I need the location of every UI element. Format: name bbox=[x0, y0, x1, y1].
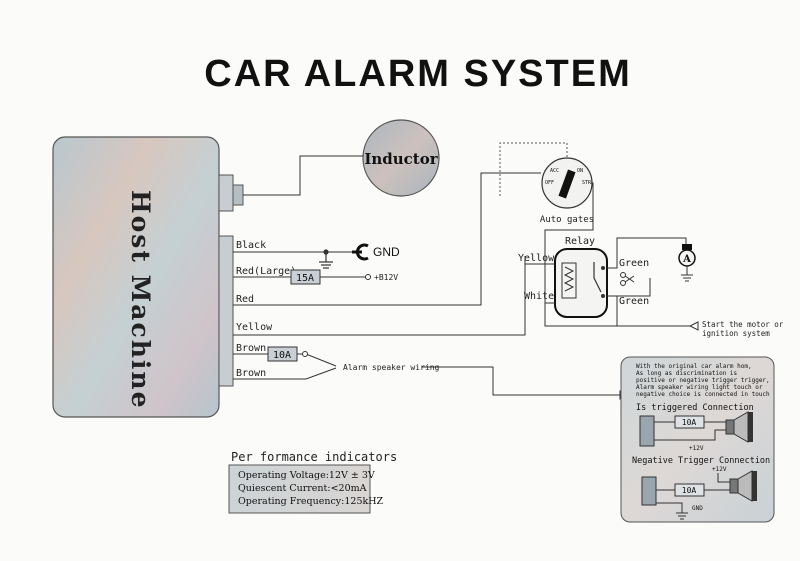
host-connector-top bbox=[218, 174, 234, 212]
relay-wires bbox=[525, 182, 692, 327]
fuse-15a: 15A bbox=[290, 269, 321, 285]
inset-desc-2: As long as discrimination is bbox=[636, 370, 738, 377]
start-motor-label-1: Start the motor or bbox=[702, 320, 784, 329]
inset-gnd-label: GND bbox=[692, 505, 703, 512]
performance-title: Per formance indicators bbox=[231, 450, 397, 464]
b12v-label: +B12V bbox=[374, 273, 398, 282]
start-motor-label-2: ignition system bbox=[702, 329, 770, 338]
wire-label-red: Red bbox=[236, 294, 254, 305]
gnd-label: GND bbox=[373, 245, 400, 259]
relay-white-label: White bbox=[524, 291, 554, 302]
host-connector-main bbox=[218, 235, 234, 387]
ignition-label: Auto gates bbox=[540, 215, 594, 225]
inset-plus12v-2: +12V bbox=[712, 466, 727, 473]
inductor-label: Inductor bbox=[364, 150, 438, 168]
motor-letter: A bbox=[682, 254, 691, 265]
performance-line-1: Operating Voltage:12V ± 3V bbox=[238, 470, 375, 481]
triggered-title: Is triggered Connection bbox=[636, 403, 754, 413]
ignition-pos-on: ON bbox=[577, 168, 583, 174]
wire-label-brown-1: Brown bbox=[236, 343, 266, 354]
ignition-switch: OFF ACC ON STR bbox=[541, 157, 593, 209]
motor: A bbox=[678, 244, 696, 282]
ignition-pos-str: STR bbox=[582, 180, 592, 186]
inductor-wire bbox=[243, 155, 363, 196]
wire-label-black: Black bbox=[236, 240, 266, 251]
svg-text:10A: 10A bbox=[682, 418, 697, 427]
ignition-pos-acc: ACC bbox=[550, 168, 559, 174]
inset-fuse-2 bbox=[674, 483, 705, 497]
performance-box: Operating Voltage:12V ± 3V Quiescent Cur… bbox=[228, 464, 384, 514]
relay-label: Relay bbox=[565, 236, 595, 247]
inset-desc-4: Alarm speaker wiring light touch or bbox=[636, 384, 763, 391]
performance-line-3: Operating Frequency:125kHZ bbox=[238, 496, 384, 507]
ignition-pos-off: OFF bbox=[545, 180, 554, 186]
inset-fuse-1 bbox=[674, 415, 705, 429]
inset-desc-5: negative choice is connected in touch bbox=[636, 391, 770, 398]
relay-yellow-label: Yellow bbox=[518, 253, 555, 264]
cut-wire-icon bbox=[620, 272, 635, 286]
svg-text:10A: 10A bbox=[273, 350, 291, 361]
inset-host-block-2 bbox=[641, 476, 657, 506]
svg-text:10A: 10A bbox=[682, 486, 697, 495]
speaker-icon-2 bbox=[729, 470, 757, 502]
inset-plus12v-1: +12V bbox=[689, 445, 704, 452]
inset-host-block-1 bbox=[639, 415, 655, 447]
inset-ground-symbol bbox=[676, 512, 688, 520]
page-title: CAR ALARM SYSTEM bbox=[204, 53, 631, 95]
wire-label-yellow: Yellow bbox=[236, 322, 273, 333]
start-motor-arrow bbox=[688, 321, 699, 331]
host-machine-label: Host Machine bbox=[126, 190, 155, 409]
performance-line-2: Quiescent Current:<20mA bbox=[238, 483, 367, 494]
relay bbox=[554, 248, 608, 318]
wire-label-brown-2: Brown bbox=[236, 368, 266, 379]
speaker-icon-1 bbox=[725, 411, 753, 443]
inset-desc-3: positive or negative trigger trigger, bbox=[636, 377, 770, 384]
ground-symbol bbox=[319, 249, 333, 269]
wire-label-red-large: Red(Large) bbox=[236, 266, 296, 277]
host-connector-plug bbox=[232, 184, 244, 206]
negative-title: Negative Trigger Connection bbox=[632, 456, 770, 466]
speaker-inset-panel: With the original car alarm hom, As long… bbox=[620, 356, 775, 523]
green-bottom-label: Green bbox=[619, 296, 649, 307]
green-top-label: Green bbox=[619, 258, 649, 269]
svg-text:15A: 15A bbox=[296, 273, 314, 284]
speaker-wiring-label: Alarm speaker wiring bbox=[343, 363, 440, 372]
inset-desc-1: With the original car alarm hom, bbox=[636, 363, 752, 370]
host-machine: Host Machine bbox=[52, 136, 244, 418]
inductor: Inductor bbox=[362, 119, 440, 197]
fuse-10a: 10A bbox=[267, 346, 298, 362]
